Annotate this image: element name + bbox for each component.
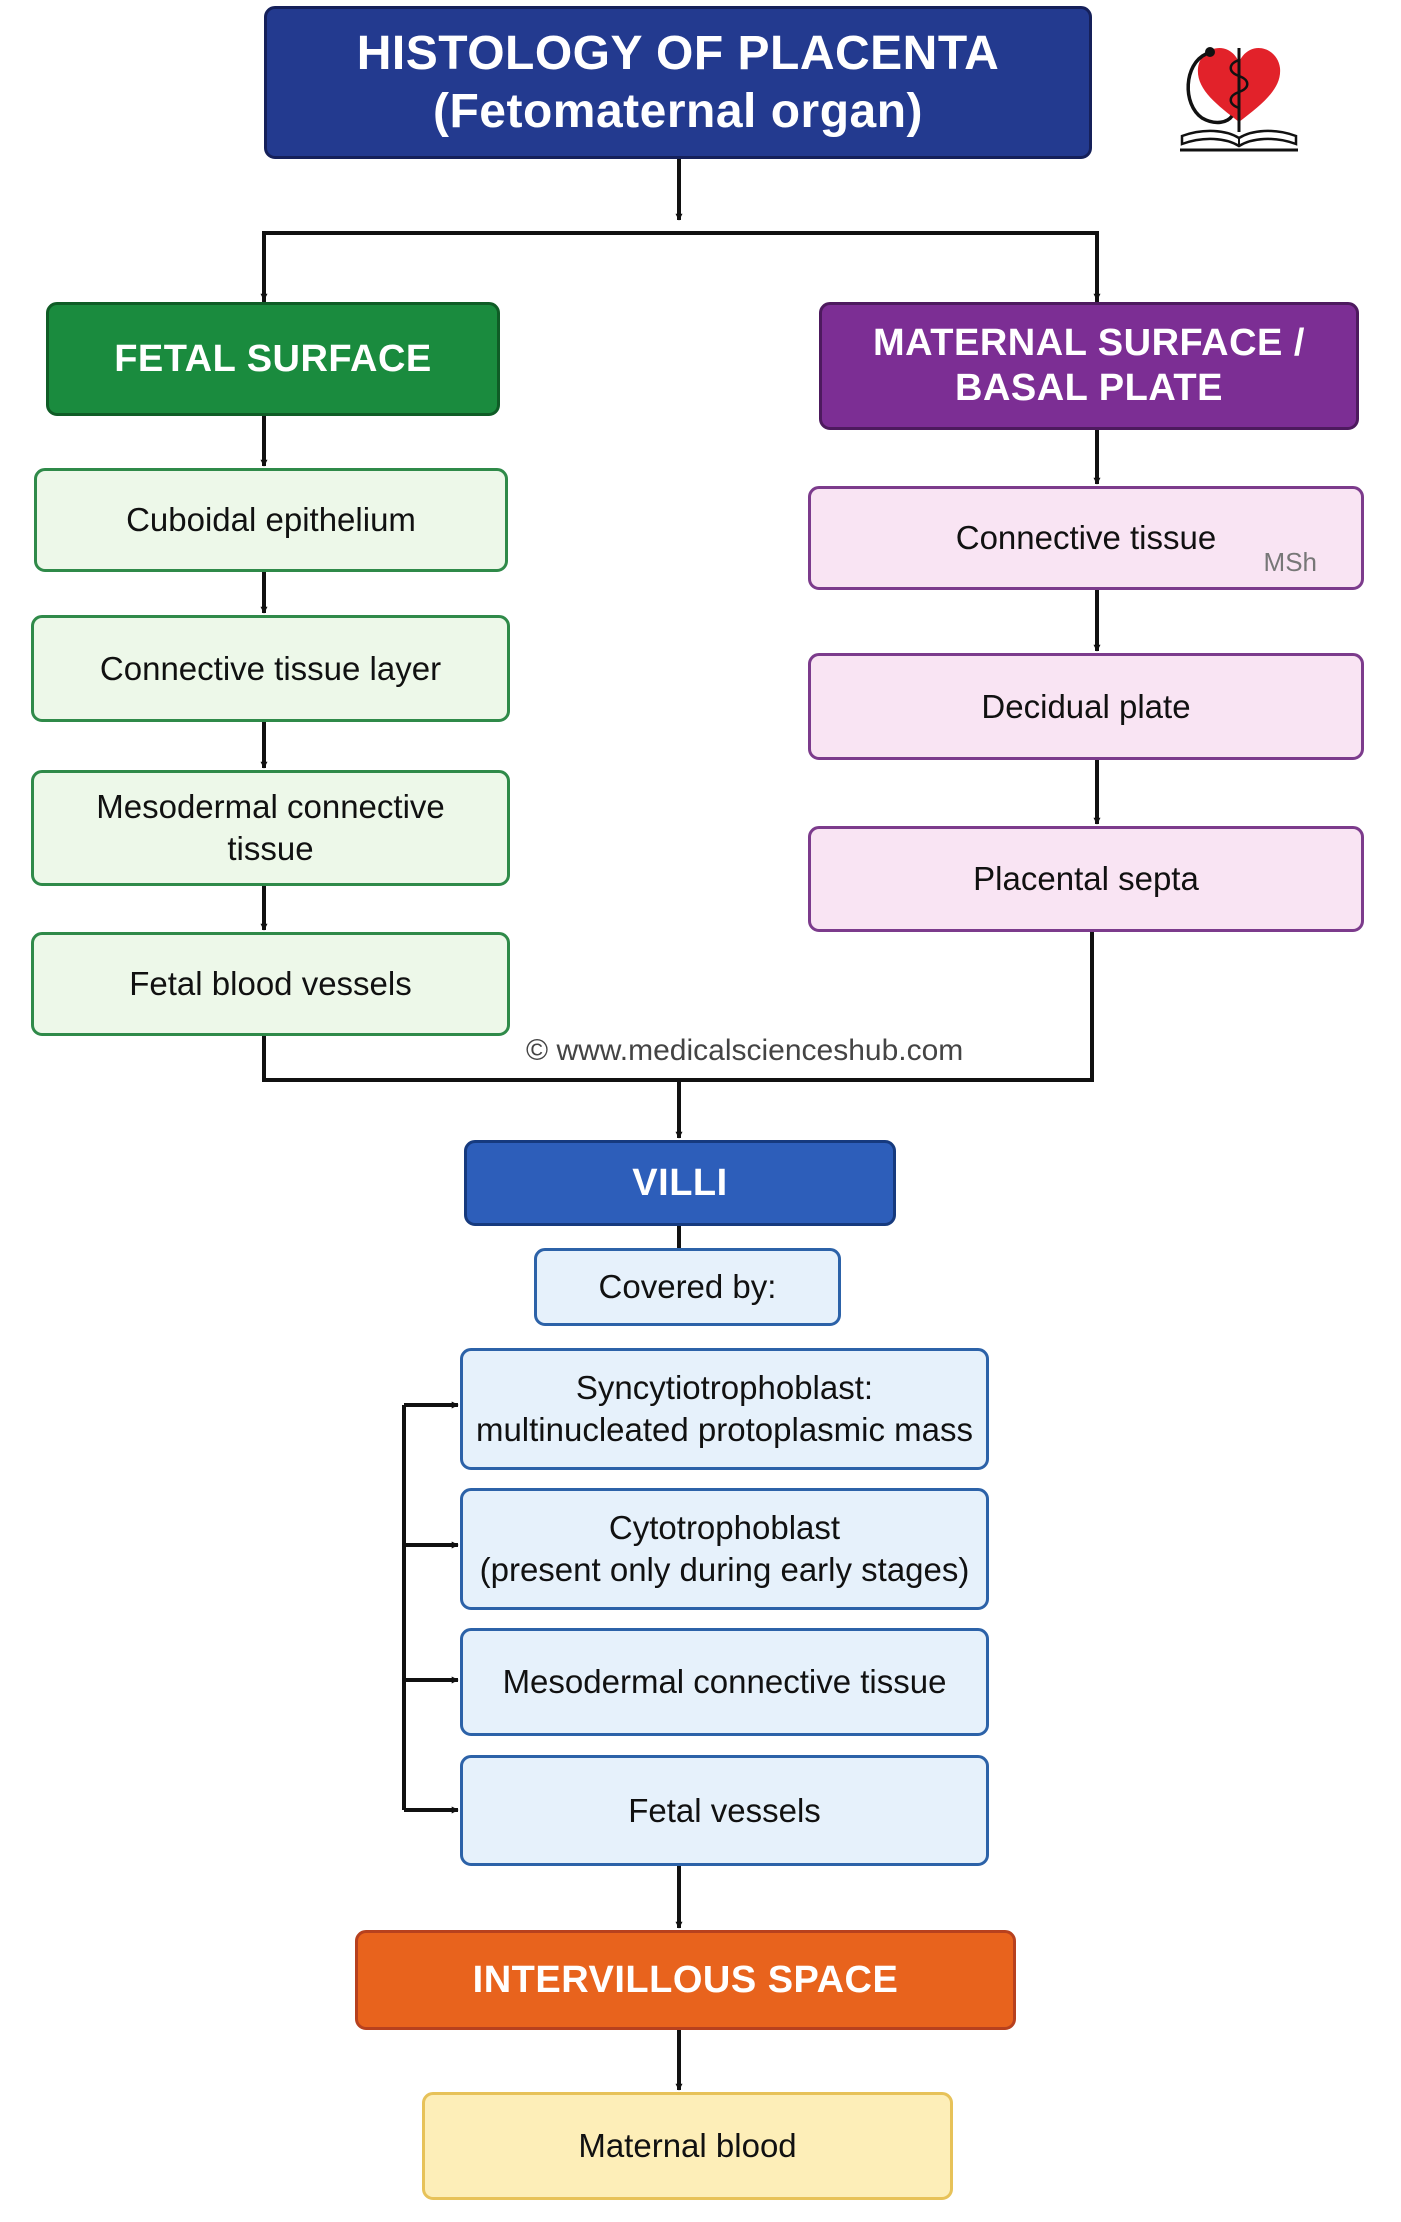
covered-by-label: Covered by: xyxy=(598,1268,777,1305)
maternal-item-connective: Connective tissue MSh xyxy=(808,486,1364,590)
villi-layer-cytotrophoblast: Cytotrophoblast (present only during ear… xyxy=(460,1488,989,1610)
villi-header: VILLI xyxy=(464,1140,896,1226)
heart-stethoscope-book-icon xyxy=(1180,47,1298,152)
villi-label: VILLI xyxy=(632,1161,728,1204)
fetal-surface-header: FETAL SURFACE xyxy=(46,302,500,416)
villi-layer-syncytiotrophoblast: Syncytiotrophoblast: multinucleated prot… xyxy=(460,1348,989,1470)
watermark-tag: MSh xyxy=(1263,547,1317,577)
maternal-item-label: Placental septa xyxy=(973,860,1199,897)
maternal-header-line-2: BASAL PLATE xyxy=(955,367,1223,409)
page-title: HISTOLOGY OF PLACENTA (Fetomaternal orga… xyxy=(264,6,1092,159)
maternal-surface-header: MATERNAL SURFACE / BASAL PLATE xyxy=(819,302,1359,430)
layer-line-1: Syncytiotrophoblast: xyxy=(575,1369,874,1406)
fetal-item-cuboidal: Cuboidal epithelium xyxy=(34,468,508,572)
fetal-item-mesodermal: Mesodermal connective tissue xyxy=(31,770,510,886)
fetal-item-label: Mesodermal connective tissue xyxy=(96,788,445,867)
intervillous-label: INTERVILLOUS SPACE xyxy=(472,1958,899,2001)
maternal-item-label: Connective tissue xyxy=(955,519,1217,556)
title-line-2: (Fetomaternal organ) xyxy=(432,84,924,138)
fetal-item-connective-layer: Connective tissue layer xyxy=(31,615,510,722)
fetal-item-label: Cuboidal epithelium xyxy=(126,501,416,538)
maternal-item-decidual: Decidual plate xyxy=(808,653,1364,760)
maternal-item-label: Decidual plate xyxy=(981,687,1191,725)
villi-layer-fetal-vessels: Fetal vessels xyxy=(460,1755,989,1866)
villi-layer-mesodermal: Mesodermal connective tissue xyxy=(460,1628,989,1736)
covered-by-box: Covered by: xyxy=(534,1248,841,1326)
fetal-surface-label: FETAL SURFACE xyxy=(114,337,432,380)
copyright-credit: © www.medicalscienceshub.com xyxy=(526,1034,964,1067)
maternal-item-septa: Placental septa xyxy=(808,826,1364,932)
maternal-blood-label: Maternal blood xyxy=(578,2127,797,2164)
title-line-1: HISTOLOGY OF PLACENTA xyxy=(356,26,1000,80)
branch-split-line xyxy=(262,231,1099,302)
layer-line-1: Cytotrophoblast xyxy=(608,1509,841,1546)
layer-line-1: Fetal vessels xyxy=(628,1791,821,1829)
maternal-header-line-1: MATERNAL SURFACE / xyxy=(873,322,1305,364)
fetal-item-label: Connective tissue layer xyxy=(99,649,442,687)
fetal-item-blood-vessels: Fetal blood vessels xyxy=(31,932,510,1036)
intervillous-space-header: INTERVILLOUS SPACE xyxy=(355,1930,1016,2030)
layer-line-1: Mesodermal connective tissue xyxy=(502,1663,947,1700)
layer-line-2: (present only during early stages) xyxy=(479,1551,970,1588)
fetal-item-label: Fetal blood vessels xyxy=(129,965,412,1002)
layer-line-2: multinucleated protoplasmic mass xyxy=(475,1411,974,1448)
maternal-blood-box: Maternal blood xyxy=(422,2092,953,2200)
